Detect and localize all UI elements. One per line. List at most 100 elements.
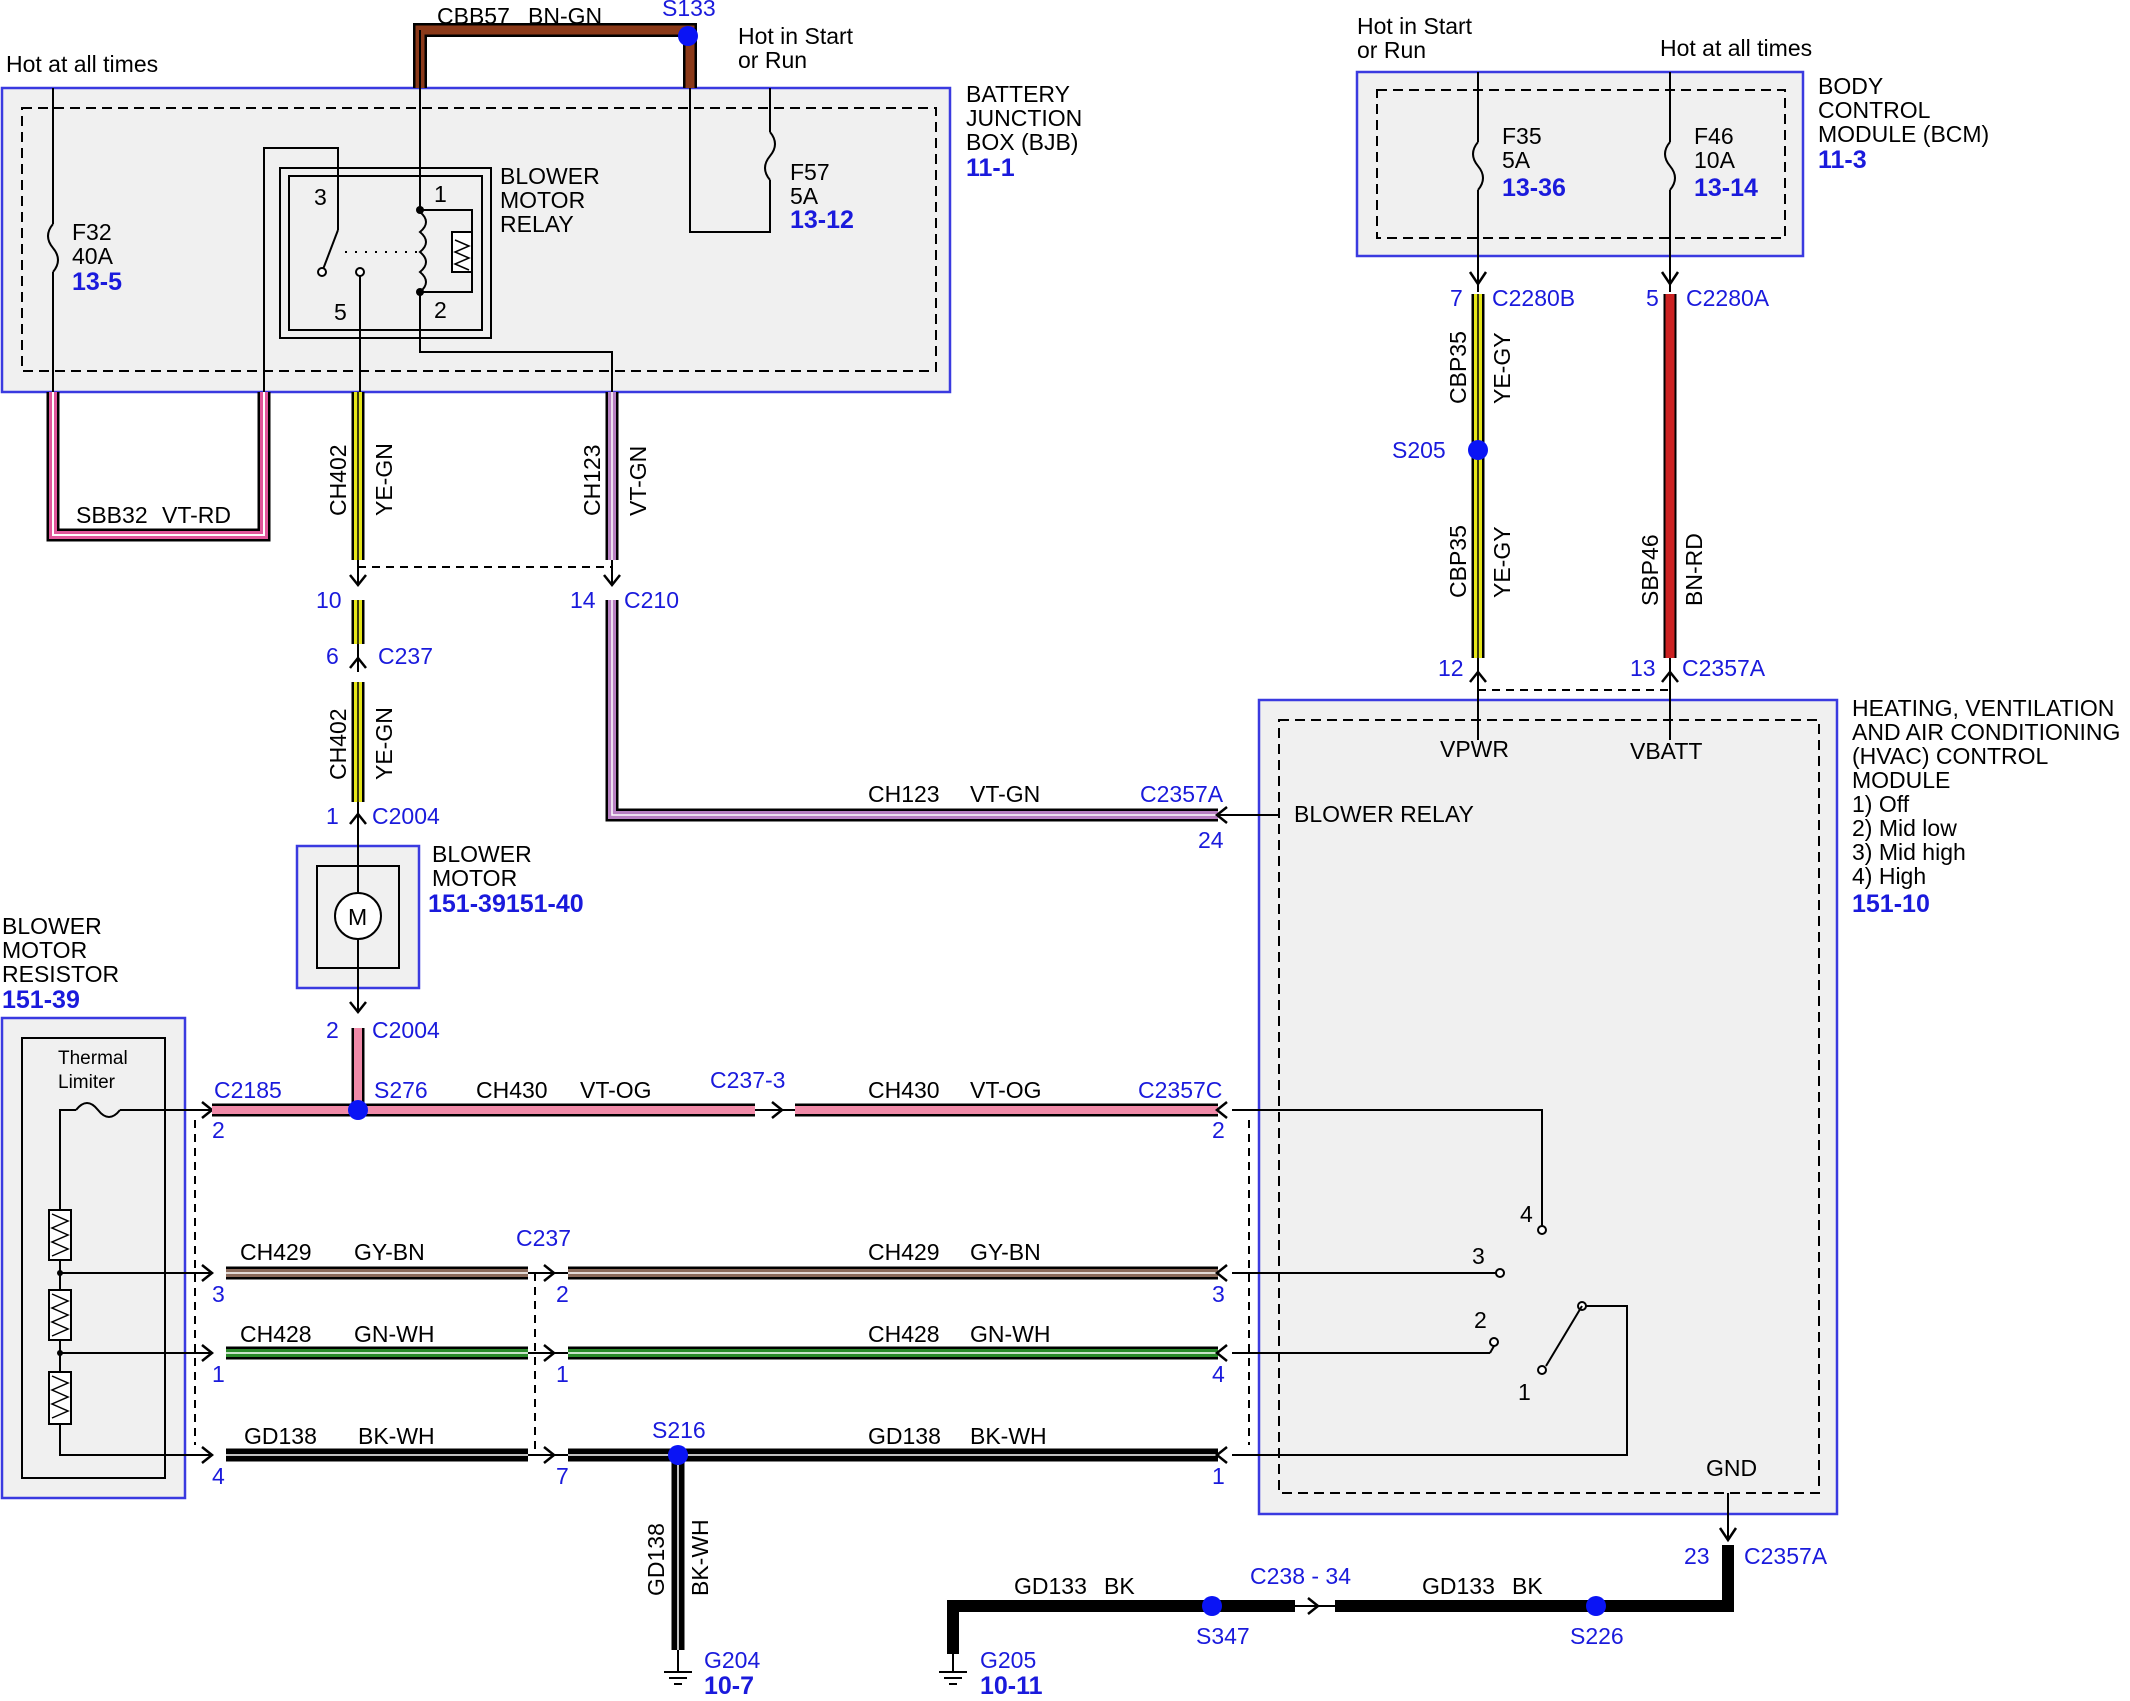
hvac-vbatt: VBATT [1630,738,1702,764]
bjb-ref: 11-1 [966,154,1015,182]
relay-pin-1: 1 [434,181,447,207]
s205-label: S205 [1392,437,1446,463]
motor-symbol: M [348,904,367,930]
wire-gd138: GD138 BK-WH GD138 BK-WH GD138 BK-WH [226,1423,1218,1650]
c2185-pin-1: 1 [212,1361,225,1387]
ch123-upper-circuit: CH123 [579,444,605,516]
bcm-ref: 11-3 [1818,146,1867,174]
f57-ref: 13-12 [790,206,854,234]
f46-name: F46 [1694,123,1734,149]
f32-name: F32 [72,219,112,245]
thermal-limiter-1: Thermal [58,1048,128,1069]
s276-splice [348,1100,368,1120]
gd133-right-circuit: GD133 [1422,1573,1495,1599]
f57-rating: 5A [790,183,819,209]
hot-in-start-1: Hot in Start [738,23,854,49]
c210-pin-14: 14 [570,587,596,613]
c2004-label-1: C2004 [372,803,440,829]
c2280b-pin: 7 [1450,285,1463,311]
cbb57-color: BN-GN [528,3,602,29]
c237-pin-6: 6 [326,643,339,669]
c2004-pin-2: 2 [326,1017,339,1043]
c210-label: C210 [624,587,679,613]
hvac-vpwr: VPWR [1440,736,1509,762]
c237-pin-7: 7 [556,1463,569,1489]
gd133-right-color: BK [1512,1573,1543,1599]
c238-label: C238 - 34 [1250,1563,1351,1589]
g205-label: G205 [980,1647,1036,1673]
wire-ch123-upper: CH123 VT-GN [579,392,651,560]
switch-pin-3: 3 [1472,1243,1485,1269]
ch430-left-color: VT-OG [580,1077,652,1103]
c2185-pin-3: 3 [212,1281,225,1307]
c237-pin-1: 1 [556,1361,569,1387]
ch402-upper-circuit: CH402 [325,444,351,516]
wire-ch402-upper: CH402 YE-GN [325,392,397,560]
ch429-left-color: GY-BN [354,1239,425,1265]
s347-label: S347 [1196,1623,1250,1649]
ground-g205: G205 10-11 [939,1647,1043,1700]
hvac-speed-switch: 4 3 2 1 [1232,1109,1628,1456]
ch430-right-color: VT-OG [970,1077,1042,1103]
c2357a-pin-13: 13 [1630,655,1656,681]
wire-ch429: CH429 GY-BN CH429 GY-BN [226,1239,1218,1280]
wire-ch402-lower: CH402 YE-GN [325,682,397,802]
wire-sbb32: SBB32 VT-RD [46,392,271,542]
bjb-title-1: BATTERY [966,81,1070,107]
c2280b-label: C2280B [1492,285,1575,311]
relay-pin-2: 2 [434,297,447,323]
resistor-title-1: BLOWER [2,913,102,939]
f46-ref: 13-14 [1694,174,1758,202]
f35-name: F35 [1502,123,1542,149]
s226-splice [1586,1596,1606,1616]
hvac-mode-1: 1) Off [1852,791,1910,817]
gd138-left-circuit: GD138 [244,1423,317,1449]
relay-title-2: MOTOR [500,187,585,213]
c237-pin-2: 2 [556,1281,569,1307]
hvac-gnd: GND [1706,1455,1757,1481]
gd138-right-circuit: GD138 [868,1423,941,1449]
wire-gd133: GD133 BK GD133 BK [947,1545,1734,1654]
c2357a-label: C2357A [1682,655,1766,681]
gd133-left-color: BK [1104,1573,1135,1599]
c237-mid-label: C237 [516,1225,571,1251]
f57-name: F57 [790,159,830,185]
c2357a-24-label: C2357A [1140,781,1224,807]
hvac-mode-4: 4) High [1852,863,1926,889]
bjb-box [0,86,952,394]
sbb32-color: VT-RD [162,502,231,528]
c2185-pin-2: 2 [212,1117,225,1143]
resistor-title-2: MOTOR [2,937,87,963]
ch430-left-circuit: CH430 [476,1077,548,1103]
c2004-label-2: C2004 [372,1017,440,1043]
g205-ref: 10-11 [980,1672,1043,1696]
wire-ch428: CH428 GN-WH CH428 GN-WH [226,1321,1218,1360]
cbp35-upper-circuit: CBP35 [1445,331,1471,404]
f35-ref: 13-36 [1502,174,1566,202]
bcm-box [1355,70,1805,258]
bcm-title-3: MODULE (BCM) [1818,121,1989,147]
gd138-left-color: BK-WH [358,1423,435,1449]
ch429-left-circuit: CH429 [240,1239,312,1265]
ch428-left-color: GN-WH [354,1321,434,1347]
hvac-ref: 151-10 [1852,890,1930,918]
c237-3-label: C237-3 [710,1067,785,1093]
cbb57-circuit: CBB57 [437,3,510,29]
c237-label: C237 [378,643,433,669]
switch-pin-2: 2 [1474,1307,1487,1333]
c2004-pin-1: 1 [326,803,339,829]
gd138-vert-color: BK-WH [687,1519,713,1596]
hvac-mode-2: 2) Mid low [1852,815,1957,841]
s205-splice [1468,440,1488,460]
sbp46-circuit: SBP46 [1637,534,1663,606]
g204-ref: 10-7 [704,1672,754,1696]
ch428-left-circuit: CH428 [240,1321,312,1347]
hvac-mode-3: 3) Mid high [1852,839,1966,865]
relay-title-1: BLOWER [500,163,600,189]
ch123-upper-color: VT-GN [625,446,651,516]
gd138-right-color: BK-WH [970,1423,1047,1449]
relay-pin-3: 3 [314,184,327,210]
cbp35-lower-color: YE-GY [1489,526,1515,598]
relay-title-3: RELAY [500,211,574,237]
resistor-ref: 151-39 [2,986,80,1014]
